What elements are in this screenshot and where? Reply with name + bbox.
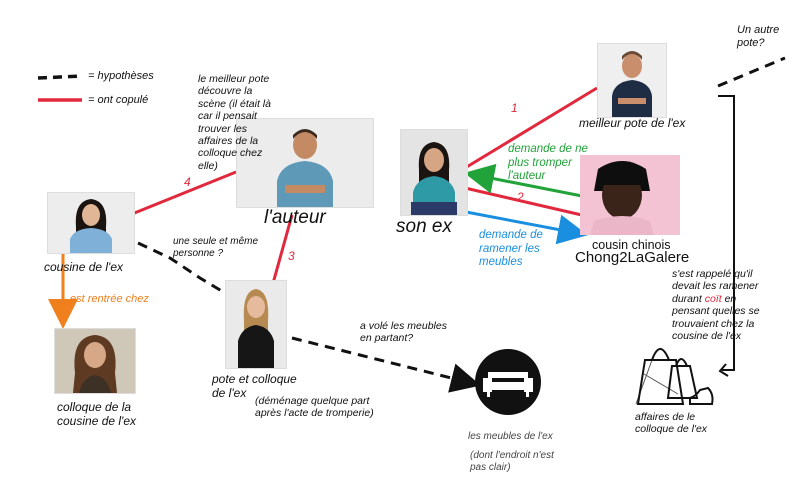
number-2: 2 [517, 190, 524, 204]
number-1: 1 [511, 101, 518, 115]
legend-solid-label: = ont copulé [88, 94, 149, 106]
number-3: 3 [288, 249, 295, 263]
dashed-cousine-pote [137, 241, 226, 295]
annotation-vole: a volé les meubles en partant? [360, 320, 447, 345]
label-son-ex: son ex [396, 216, 452, 237]
label-meubles: les meubles de l'ex [468, 431, 553, 442]
line-4 [131, 170, 237, 216]
label-cousine: cousine de l'ex [44, 260, 124, 274]
arrow-blue [465, 210, 588, 245]
label-pote-colloque: pote et colloque de l'ex [212, 372, 297, 401]
photo-cousine [47, 192, 135, 254]
photo-son-ex [400, 129, 468, 216]
photo-cousin-chinois [580, 155, 680, 235]
photo-colloque-cousine [54, 328, 136, 394]
arrow-green [464, 163, 583, 198]
label-cousin-chinois: cousin chinois [592, 238, 671, 252]
annotation-rentree: est rentrée chez [70, 293, 149, 305]
annotation-meme-personne: une seule et même personne ? [173, 236, 259, 259]
dashed-autre-pote [717, 56, 786, 88]
legend-dashed-line [37, 74, 83, 80]
affaires-arrowhead [718, 363, 729, 377]
photo-pote-colloque [225, 280, 287, 369]
bags-icon [635, 348, 714, 405]
annotation-rappel-post: en pensant quelles se trouvaient chez la… [672, 292, 760, 342]
line-1 [464, 86, 598, 170]
label-auteur: l'auteur [264, 207, 326, 228]
annotation-scene: le meilleur pote découvre la scène (il é… [198, 73, 271, 172]
photo-meilleur-pote [597, 43, 667, 118]
couch-icon [475, 349, 541, 415]
annotation-ramener: demande de ramener les meubles [479, 229, 543, 269]
label-affaires: affaires de le colloque de l'ex [635, 411, 708, 436]
label-meilleur-pote: meilleur pote de l'ex [579, 116, 686, 130]
label-autre-pote: Un autre pote? [737, 24, 780, 49]
photo-auteur [236, 118, 374, 208]
affaires-arrow [718, 95, 735, 371]
label-pote-colloque-note: (déménage quelque part après l'acte de t… [255, 395, 374, 420]
annotation-tromper: demande de ne plus tromper l'auteur [508, 143, 588, 183]
label-cousin-name: Chong2LaGalere [575, 249, 690, 266]
annotation-rappel: s'est rappelé qu'il devait les ramener d… [672, 268, 776, 342]
dashed-pote-meubles [291, 336, 481, 393]
number-4: 4 [184, 175, 191, 189]
label-colloque-cousine: colloque de la cousine de l'ex [57, 400, 137, 429]
legend-dashed-label: = hypothèses [88, 70, 154, 82]
label-meubles-note: (dont l'endroit n'est pas clair) [470, 450, 554, 473]
annotation-rappel-coit: coït [704, 292, 722, 305]
annotation-rappel-pre: s'est rappelé qu'il devait les ramener d… [672, 268, 759, 305]
line-3 [270, 214, 294, 288]
